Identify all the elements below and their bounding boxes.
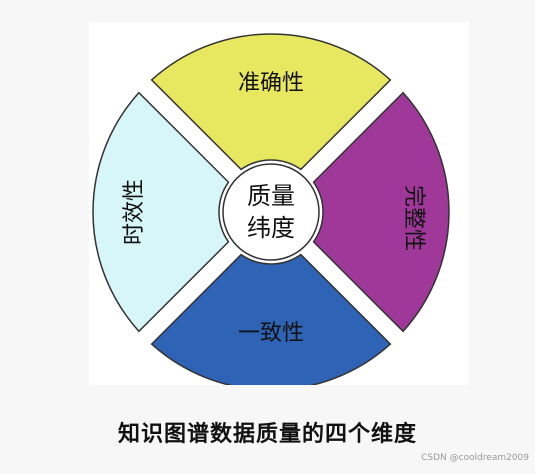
segment-label-top: 准确性 xyxy=(238,71,304,96)
segment-bottom xyxy=(150,253,392,385)
center-label-line2: 纬度 xyxy=(247,214,295,242)
segment-label-left: 时效性 xyxy=(122,179,147,245)
figure-caption: 知识图谱数据质量的四个维度 xyxy=(117,422,417,447)
segment-top xyxy=(150,33,392,171)
center-circle xyxy=(222,163,320,261)
diagram-panel: 准确性完整性一致性 时效性 质量 纬度 xyxy=(89,22,469,385)
segment-label-bottom: 一致性 xyxy=(238,321,304,346)
segment-label-right: 完整性 xyxy=(401,185,426,251)
center-label-line1: 质量 xyxy=(247,182,295,210)
segment-left xyxy=(92,91,230,333)
watermark: CSDN @cooldream2009 xyxy=(421,453,529,463)
segment-right xyxy=(312,91,450,333)
